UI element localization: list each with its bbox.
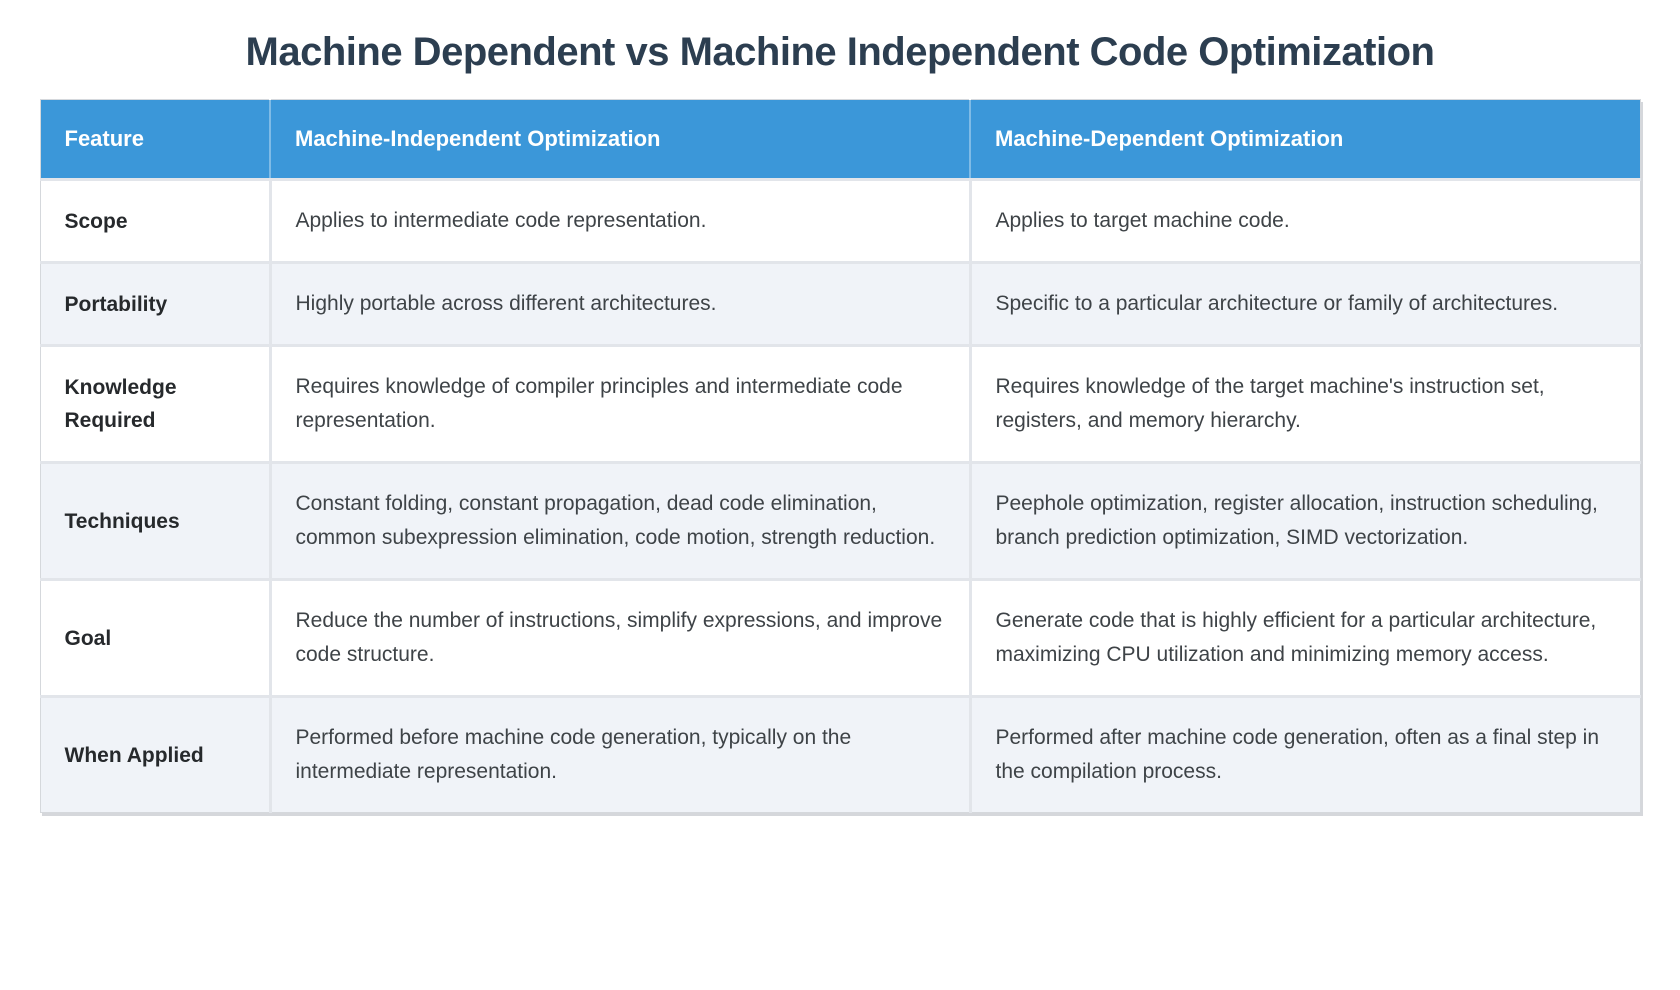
table-row-goal: Goal Reduce the number of instructions, …	[40, 578, 1640, 698]
independent-cell: Constant folding, constant propagation, …	[268, 461, 972, 581]
column-header-machine-independent: Machine-Independent Optimization	[270, 99, 971, 180]
table-row-knowledge-required: Knowledge Required Requires knowledge of…	[40, 344, 1640, 464]
feature-cell: Scope	[40, 178, 272, 264]
table-row-portability: Portability Highly portable across diffe…	[40, 261, 1640, 347]
dependent-cell: Requires knowledge of the target machine…	[968, 344, 1640, 464]
table-body: Scope Applies to intermediate code repre…	[40, 178, 1640, 813]
feature-cell: Techniques	[40, 461, 272, 581]
independent-cell: Performed before machine code generation…	[268, 695, 972, 813]
table-row-when-applied: When Applied Performed before machine co…	[40, 695, 1640, 813]
column-header-feature: Feature	[40, 99, 271, 180]
dependent-cell: Applies to target machine code.	[968, 178, 1640, 264]
comparison-table: Feature Machine-Independent Optimization…	[39, 99, 1641, 813]
feature-cell: Portability	[40, 261, 272, 347]
feature-cell: When Applied	[40, 695, 272, 813]
page-title: Machine Dependent vs Machine Independent…	[245, 30, 1435, 74]
feature-cell: Knowledge Required	[40, 344, 272, 464]
feature-cell: Goal	[40, 578, 272, 698]
table-header: Feature Machine-Independent Optimization…	[40, 99, 1640, 180]
independent-cell: Requires knowledge of compiler principle…	[268, 344, 972, 464]
dependent-cell: Specific to a particular architecture or…	[968, 261, 1640, 347]
independent-cell: Highly portable across different archite…	[268, 261, 972, 347]
table-row-scope: Scope Applies to intermediate code repre…	[40, 178, 1640, 264]
independent-cell: Applies to intermediate code representat…	[268, 178, 972, 264]
column-header-machine-dependent: Machine-Dependent Optimization	[970, 99, 1640, 180]
independent-cell: Reduce the number of instructions, simpl…	[268, 578, 972, 698]
dependent-cell: Performed after machine code generation,…	[968, 695, 1640, 813]
table-row-techniques: Techniques Constant folding, constant pr…	[40, 461, 1640, 581]
dependent-cell: Generate code that is highly efficient f…	[968, 578, 1640, 698]
table-header-row: Feature Machine-Independent Optimization…	[40, 99, 1640, 180]
dependent-cell: Peephole optimization, register allocati…	[968, 461, 1640, 581]
